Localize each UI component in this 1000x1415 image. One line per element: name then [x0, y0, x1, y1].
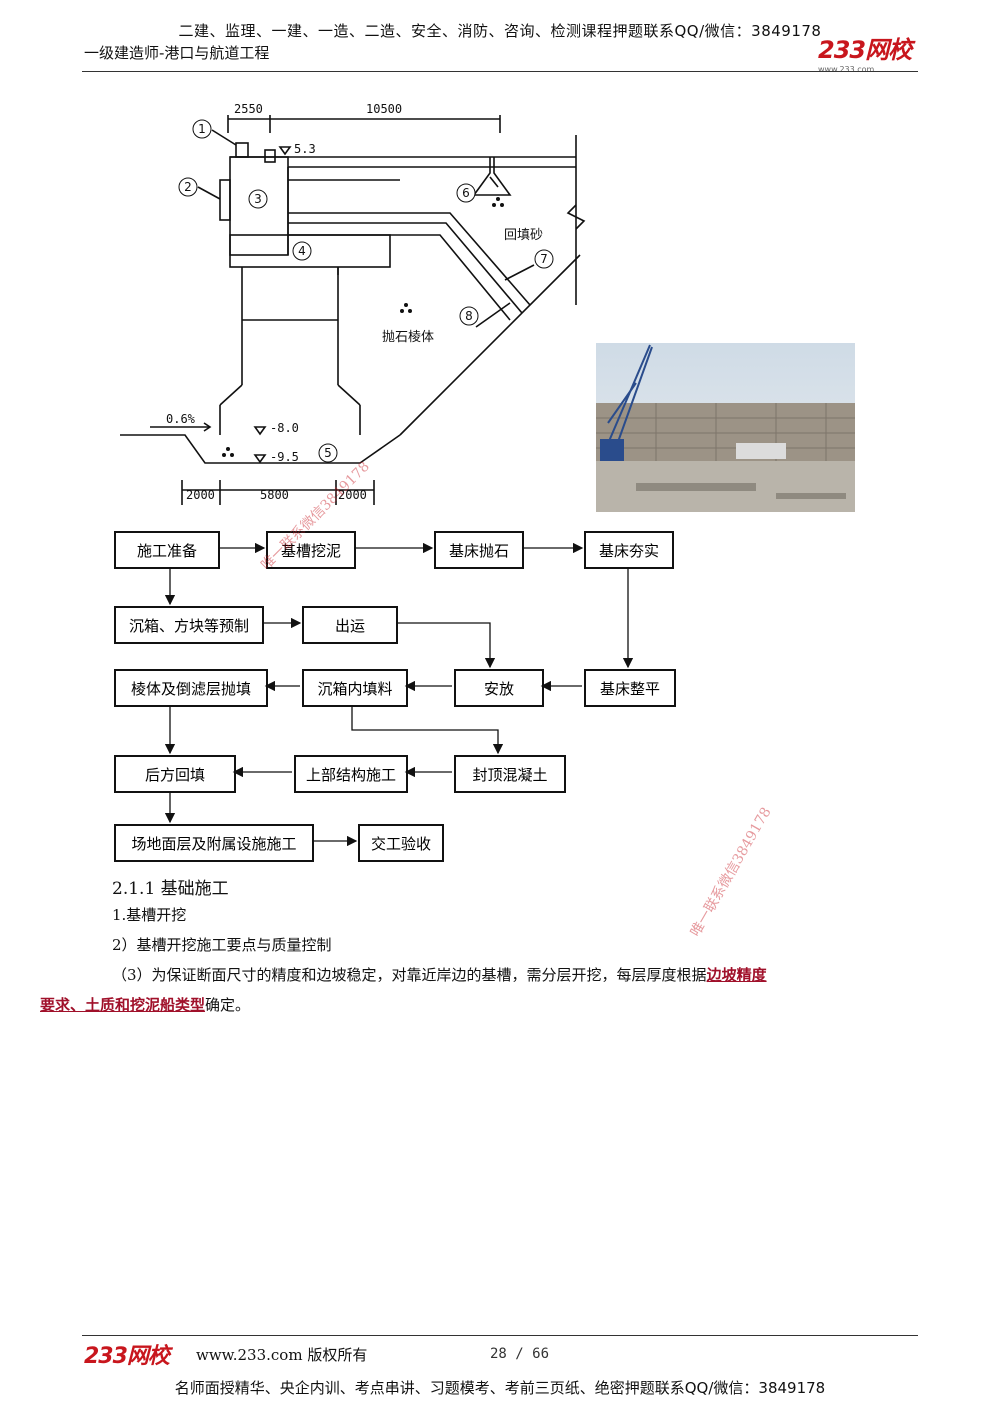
footer-logo: 233网校: [84, 1344, 170, 1369]
svg-text:6: 6: [462, 186, 470, 200]
flow-step-construction-prep: 施工准备: [114, 531, 220, 569]
flow-step-caisson-fill: 沉箱内填料: [302, 669, 408, 707]
svg-text:3: 3: [254, 192, 262, 206]
marker-6: 6: [456, 183, 476, 203]
marker-7: 7: [534, 249, 554, 269]
svg-text:4: 4: [298, 244, 306, 258]
level-minus-9-5: -9.5: [270, 450, 299, 464]
highlight-slope-accuracy: 边坡精度: [706, 966, 767, 984]
flow-step-superstructure: 上部结构施工: [294, 755, 408, 793]
dim-2550: 2550: [234, 102, 263, 116]
svg-text:1: 1: [198, 122, 206, 136]
flow-arrows: [164, 542, 634, 847]
flow-step-trench-dredging: 基槽挖泥: [266, 531, 356, 569]
caisson-section-diagram: 1 2 3 4 5 6 7 8 2550 10500 5.3 -8.0 -9.5…: [120, 102, 586, 505]
header-logo-url: www.233.com: [818, 65, 875, 74]
svg-text:5: 5: [324, 446, 332, 460]
marker-1: 1: [192, 119, 212, 139]
header-rule: [82, 71, 918, 72]
dim-5800: 5800: [260, 488, 289, 502]
svg-text:7: 7: [540, 252, 548, 266]
paragraph-text-end: 确定。: [205, 996, 251, 1014]
flow-step-bed-tamping: 基床夯实: [584, 531, 674, 569]
flow-step-pavement: 场地面层及附属设施施工: [114, 824, 314, 862]
highlight-soil-dredger: 要求、土质和挖泥船类型: [40, 996, 206, 1014]
header-contact-line: 二建、监理、一建、一造、二造、安全、消防、咨询、检测课程押题联系QQ/微信：38…: [178, 22, 822, 40]
footer-site: www.233.com 版权所有: [196, 1346, 368, 1364]
flow-step-cap-concrete: 封顶混凝土: [454, 755, 566, 793]
label-backfill-sand: 回填砂: [504, 228, 543, 243]
marker-8: 8: [459, 306, 479, 326]
caisson-yard-photo: [596, 343, 855, 512]
slope-label: 0.6%: [166, 412, 196, 426]
flow-step-transport: 出运: [302, 606, 398, 644]
flow-step-backfill: 后方回填: [114, 755, 236, 793]
dim-2000-right: 2000: [338, 488, 367, 502]
flow-step-prefab: 沉箱、方块等预制: [114, 606, 264, 644]
item-trench-excavation: 1.基槽开挖: [112, 906, 187, 924]
header-subtitle: 一级建造师-港口与航道工程: [84, 44, 270, 62]
svg-text:8: 8: [465, 309, 473, 323]
item-key-points: 2）基槽开挖施工要点与质量控制: [112, 936, 332, 954]
footer-rule: [82, 1335, 918, 1336]
flow-step-prism-filling: 棱体及倒滤层抛填: [114, 669, 268, 707]
svg-text:2: 2: [184, 180, 192, 194]
flow-step-bed-riprap: 基床抛石: [434, 531, 524, 569]
marker-3: 3: [248, 189, 268, 209]
flow-step-acceptance: 交工验收: [358, 824, 444, 862]
page-number: 28 / 66: [490, 1346, 550, 1362]
dim-10500: 10500: [366, 102, 402, 116]
footer-contact-line: 名师面授精华、央企内训、考点串讲、习题模考、考前三页纸、绝密押题联系QQ/微信：…: [174, 1379, 826, 1397]
stone-symbols: [222, 197, 504, 457]
dim-2000-left: 2000: [186, 488, 215, 502]
level-5-3: 5.3: [294, 142, 316, 156]
level-minus-8: -8.0: [270, 421, 299, 435]
paragraph-text-start: （3）为保证断面尺寸的精度和边坡稳定，对靠近岸边的基槽，需分层开挖，每层厚度根据: [112, 966, 707, 984]
flow-step-bed-leveling: 基床整平: [584, 669, 676, 707]
paragraph-layered-excavation: （3）为保证断面尺寸的精度和边坡稳定，对靠近岸边的基槽，需分层开挖，每层厚度根据…: [40, 960, 934, 1020]
marker-5: 5: [318, 443, 338, 463]
header-logo: 233网校 www.233.com: [818, 30, 912, 74]
label-rubble-prism: 抛石棱体: [382, 329, 434, 345]
marker-2: 2: [178, 177, 198, 197]
header-logo-text: 233网校: [818, 36, 912, 64]
section-title: 2.1.1 基础施工: [112, 879, 229, 899]
marker-4: 4: [292, 241, 312, 261]
